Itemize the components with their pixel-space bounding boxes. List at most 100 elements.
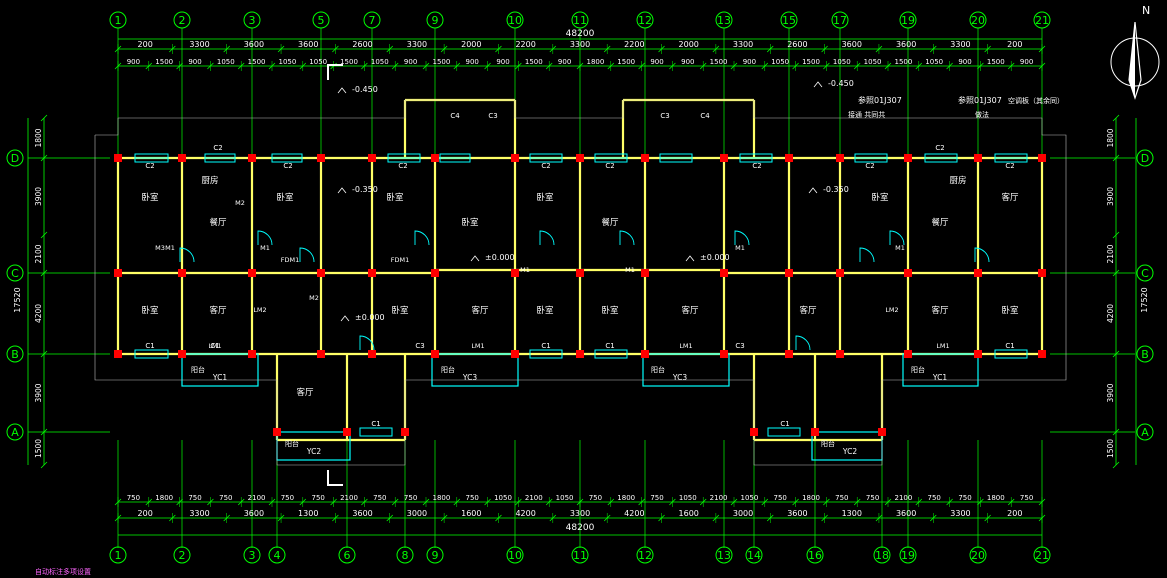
- dim-top-row2-label: 900: [1020, 58, 1033, 66]
- column: [720, 269, 728, 277]
- column: [904, 350, 912, 358]
- door-swing-8: [359, 335, 375, 351]
- axis-bubble-right-D-circle: [1136, 149, 1154, 167]
- level-mark-3: [470, 255, 480, 262]
- axis-bubble-bottom-13-label: 13: [717, 549, 731, 562]
- column: [178, 350, 186, 358]
- dim-top-row2-label: 900: [650, 58, 663, 66]
- level-mark-6: [813, 81, 823, 88]
- dim-bottom-row2-label: 3000: [407, 509, 427, 518]
- dim-left-tick: [40, 269, 48, 277]
- room-label-12: 厨房: [949, 175, 966, 186]
- column: [343, 428, 351, 436]
- dim-bottom-row2-label: 4200: [624, 509, 644, 518]
- dim-bottom-row2-label: 1600: [679, 509, 699, 518]
- dim-right-label: 3900: [1106, 383, 1115, 402]
- dim-right-label: 1800: [1106, 128, 1115, 147]
- door-swing-7: [974, 247, 990, 263]
- column: [317, 154, 325, 162]
- window-code-15: C1: [541, 342, 550, 350]
- dim-top-row1-label: 3300: [407, 40, 427, 49]
- window-code-13: C2: [1005, 162, 1014, 170]
- axis-bubble-top-20-label: 20: [971, 14, 985, 27]
- dim-top-row1-label: 2000: [679, 40, 699, 49]
- balcony-code-0: YC1: [212, 373, 227, 382]
- column: [750, 428, 758, 436]
- level-label-3: ±0.000: [485, 253, 515, 262]
- dim-top-row2-label: 900: [466, 58, 479, 66]
- balcony-code-2: YC3: [672, 373, 687, 382]
- door-code-12: LM1: [471, 342, 484, 350]
- dim-bottom-row2-label: 1300: [842, 509, 862, 518]
- axis-bubble-bottom-20-label: 20: [971, 549, 985, 562]
- door-code-0: M1: [165, 244, 175, 252]
- door-swing-6: [179, 247, 195, 263]
- axis-bubble-top-3-label: 3: [249, 14, 256, 27]
- window-code-18: C1: [371, 420, 380, 428]
- window-code-0: C2: [145, 162, 154, 170]
- axis-bubble-left-D-circle: [6, 149, 24, 167]
- door-swing-4: [734, 230, 750, 246]
- dim-bottom-row1-label: 1050: [679, 494, 697, 502]
- door-code-1: M1: [260, 244, 270, 252]
- dim-left-label: 1500: [34, 439, 43, 458]
- dim-top-row1-label: 3600: [298, 40, 318, 49]
- room-label-14: 客厅: [681, 305, 699, 316]
- axis-bubble-top-13-circle: [715, 11, 733, 29]
- dim-top-row1-label: 2600: [352, 40, 372, 49]
- axis-bubble-bottom-11-circle: [571, 546, 589, 564]
- dim-top-row1-label: 2200: [624, 40, 644, 49]
- axis-bubble-right-C-label: C: [1141, 267, 1149, 280]
- dim-left-tick: [40, 231, 48, 239]
- dim-top-row2-label: 1050: [833, 58, 851, 66]
- dim-bottom-row1-label: 1800: [987, 494, 1005, 502]
- room-label-2: 厨房: [201, 175, 218, 186]
- room-label-3: 卧室: [276, 192, 294, 203]
- window-south-1: [529, 349, 563, 359]
- column: [720, 350, 728, 358]
- balcony-code-1: YC3: [462, 373, 477, 382]
- dim-bottom-row1-label: 750: [1020, 494, 1033, 502]
- balcony-yc1-right: [902, 353, 979, 387]
- axis-bubble-top-17-label: 17: [833, 14, 847, 27]
- door-swing-11: [859, 247, 875, 263]
- axis-bubble-top-7-circle: [363, 11, 381, 29]
- window-code-9: C4: [700, 112, 710, 120]
- window-south-2: [594, 349, 628, 359]
- dim-bottom-row2-label: 200: [138, 509, 153, 518]
- dim-bottom-row1-label: 750: [312, 494, 325, 502]
- axis-bubble-bottom-6-label: 6: [344, 549, 351, 562]
- column: [248, 154, 256, 162]
- column: [248, 269, 256, 277]
- dim-top-row2-label: 900: [958, 58, 971, 66]
- axis-bubble-top-15-label: 15: [782, 14, 796, 27]
- dim-right-tick: [1112, 461, 1120, 469]
- total-depth-right: 17520: [1140, 287, 1149, 312]
- dim-bottom-row2-label: 3600: [352, 509, 372, 518]
- level-mark-4: [685, 255, 695, 262]
- column: [811, 428, 819, 436]
- column: [836, 350, 844, 358]
- door-code-8: M1: [625, 266, 635, 274]
- room-label-18: 卧室: [871, 192, 889, 203]
- column: [836, 154, 844, 162]
- dim-bottom-row1-label: 750: [774, 494, 787, 502]
- column: [576, 350, 584, 358]
- dim-top-row2-label: 900: [404, 58, 417, 66]
- door-code-16: LM2: [885, 306, 898, 314]
- door-code-2: M2: [235, 199, 245, 207]
- dim-bottom-row2-label: 4200: [515, 509, 535, 518]
- dim-top-row1-label: 2200: [515, 40, 535, 49]
- dim-top-row1-label: 3600: [244, 40, 264, 49]
- axis-bubble-bottom-18-label: 18: [875, 549, 889, 562]
- dim-bottom-row1-label: 750: [958, 494, 971, 502]
- window-code-7: C2: [605, 162, 614, 170]
- level-label-6: -0.450: [828, 79, 854, 88]
- room-label-15: 客厅: [799, 305, 817, 316]
- dim-top-row1-label: 200: [138, 40, 153, 49]
- dim-top-row2-label: 900: [496, 58, 509, 66]
- level-mark-0: [337, 87, 347, 94]
- dim-bottom-row1-label: 1800: [155, 494, 173, 502]
